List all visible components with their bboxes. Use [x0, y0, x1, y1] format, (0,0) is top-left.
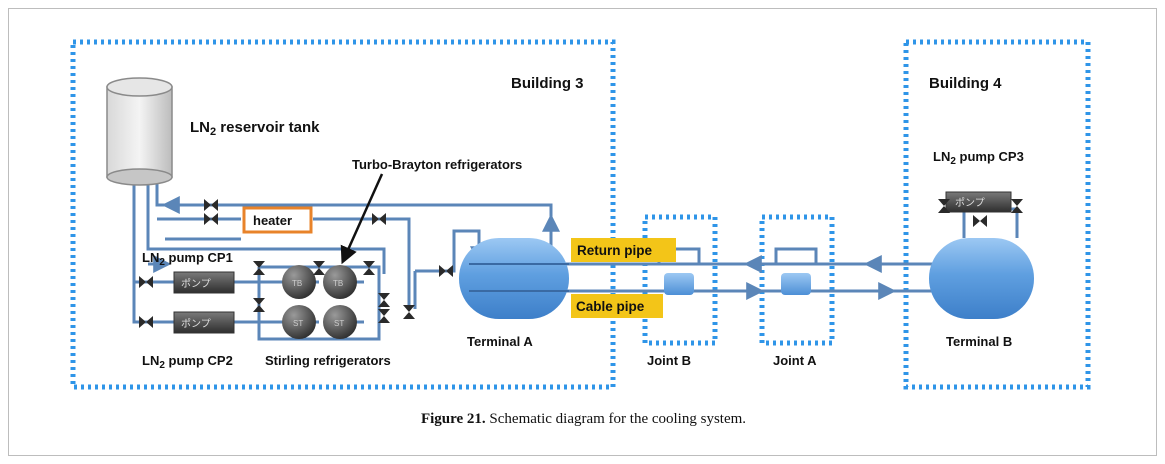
- return-pipe-tag: [571, 238, 676, 262]
- stirling-units: ST ST: [282, 305, 357, 339]
- pump-cp2-text: ポンプ: [181, 318, 211, 330]
- heater-label: heater: [253, 213, 292, 228]
- figure-caption: Figure 21. Schematic diagram for the coo…: [9, 411, 1158, 428]
- pointer-arrow: [340, 173, 384, 265]
- return-pipe-label: Return pipe: [577, 243, 652, 258]
- valve-icon: [378, 309, 390, 323]
- flow-arrows: [148, 196, 897, 300]
- valve-icon: [938, 199, 950, 213]
- valve-icon: [139, 316, 153, 328]
- cooling-system-diagram: heater ポンプ ポンプ ポンプ TB TB ST ST: [70, 39, 1091, 390]
- turbo-brayton-units: TB TB: [282, 265, 357, 299]
- pump-cp1-text: ポンプ: [181, 278, 211, 290]
- pump-cp1-label-sub: 2: [159, 257, 165, 268]
- turbo-brayton-label: Turbo-Brayton refrigerators: [352, 157, 522, 172]
- valve-icon: [378, 293, 390, 307]
- valve-icon: [363, 261, 375, 275]
- building4-boundary: [903, 39, 1091, 390]
- reservoir-tank-label-suffix: reservoir tank: [216, 119, 320, 136]
- joint-b-body: [664, 273, 694, 295]
- reservoir-tank-label: LN2 reservoir tank: [190, 119, 320, 138]
- valve-icon: [253, 261, 265, 275]
- joint-a-label: Joint A: [773, 353, 817, 368]
- building3-label: Building 3: [511, 75, 584, 92]
- pump-cp3-label: LN2 pump CP3: [933, 149, 1024, 167]
- pump-cp2-label-prefix: LN: [142, 353, 159, 368]
- pump-cp1-label-suffix: pump CP1: [165, 250, 233, 265]
- pump-cp2-label-sub: 2: [159, 360, 165, 371]
- valves: [139, 199, 1023, 328]
- reservoir-tank-label-prefix: LN: [190, 119, 210, 136]
- cable-pipe-tag: [571, 294, 663, 318]
- heater-box: [242, 206, 313, 234]
- pump-cp3-label-sub: 2: [950, 156, 956, 167]
- terminal-b-vessel: [929, 238, 1034, 319]
- joint-a-body: [781, 273, 811, 295]
- valve-icon: [403, 305, 415, 319]
- pump-cp2-label-suffix: pump CP2: [165, 353, 233, 368]
- valve-icon: [139, 276, 153, 288]
- valve-icon: [439, 265, 453, 277]
- valve-icon: [313, 261, 325, 275]
- terminal-a-vessel: [459, 238, 569, 319]
- building3-boundary: [70, 39, 616, 390]
- cable-pipe-label: Cable pipe: [576, 299, 645, 314]
- pump-cp1-label-prefix: LN: [142, 250, 159, 265]
- pump-cp1-label: LN2 pump CP1: [142, 250, 233, 268]
- st-unit-1-text: ST: [293, 319, 303, 328]
- valve-icon: [204, 213, 218, 225]
- terminal-a-label: Terminal A: [467, 334, 533, 349]
- pump-cp2-body: [173, 311, 235, 334]
- terminal-b-label: Terminal B: [946, 334, 1012, 349]
- valve-icon: [372, 213, 386, 225]
- joint-a-boundary: [759, 214, 835, 346]
- building4-label: Building 4: [929, 75, 1002, 92]
- valve-icon: [204, 199, 218, 211]
- pump-cp2-label: LN2 pump CP2: [142, 353, 233, 371]
- caption-text: Schematic diagram for the cooling system…: [485, 411, 747, 427]
- figure: heater ポンプ ポンプ ポンプ TB TB ST ST: [8, 8, 1157, 456]
- reservoir-tank: [106, 77, 173, 186]
- valve-icon: [973, 215, 987, 227]
- valve-icon: [1011, 199, 1023, 213]
- joint-b-boundary: [642, 214, 718, 346]
- joint-b-label: Joint B: [647, 353, 691, 368]
- pump-cp1-body: [173, 271, 235, 294]
- st-unit-2-text: ST: [334, 319, 344, 328]
- pump-cp3-label-prefix: LN: [933, 149, 950, 164]
- tb-unit-2-text: TB: [333, 279, 343, 288]
- tb-unit-1-text: TB: [292, 279, 302, 288]
- pump-cp3-text: ポンプ: [955, 197, 985, 209]
- stirling-label: Stirling refrigerators: [265, 353, 391, 368]
- valve-icon: [253, 298, 265, 312]
- caption-number: Figure 21.: [420, 411, 486, 427]
- reservoir-tank-label-sub: 2: [210, 126, 216, 138]
- pump-cp3-label-suffix: pump CP3: [956, 149, 1024, 164]
